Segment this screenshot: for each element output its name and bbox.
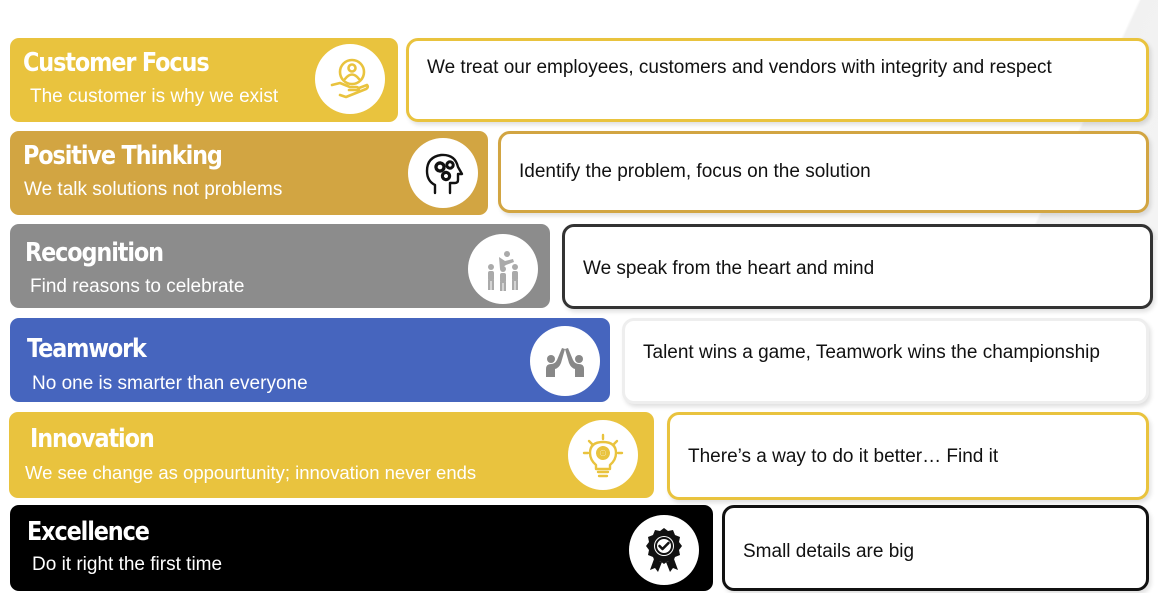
value-tagline: We talk solutions not problems [24,179,283,200]
value-name: Customer Focus [23,48,210,78]
award-badge-icon [629,515,699,585]
value-tagline: Find reasons to celebrate [30,276,245,297]
description-text: Small details are big [743,541,915,562]
value-description-innovation: There’s a way to do it better… Find it [667,412,1149,500]
value-label-recognition: Recognition Find reasons to celebrate [10,224,550,308]
high-five-icon [530,326,600,396]
head-gears-icon [408,138,478,208]
value-tagline: The customer is why we exist [30,86,279,107]
value-description-customer-focus: We treat our employees, customers and ve… [406,38,1149,122]
description-text: There’s a way to do it better… Find it [688,446,999,467]
value-label-teamwork: Teamwork No one is smarter than everyone [10,318,610,402]
value-name: Excellence [27,517,150,547]
value-tagline: No one is smarter than everyone [32,373,308,394]
value-description-teamwork: Talent wins a game, Teamwork wins the ch… [622,318,1149,404]
lightbulb-gear-icon [568,420,638,490]
value-label-innovation: Innovation We see change as oppourtunity… [9,412,654,498]
value-label-excellence: Excellence Do it right the first time [10,505,713,591]
value-name: Teamwork [27,334,147,364]
description-text: Identify the problem, focus on the solut… [519,161,871,182]
value-label-customer-focus: Customer Focus The customer is why we ex… [10,38,398,122]
value-name: Recognition [25,238,164,268]
description-text: We speak from the heart and mind [583,258,875,279]
value-description-excellence: Small details are big [722,505,1149,591]
value-label-positive-thinking: Positive Thinking We talk solutions not … [10,131,488,215]
value-tagline: Do it right the first time [32,554,223,575]
value-name: Innovation [30,424,155,454]
value-description-recognition: We speak from the heart and mind [562,224,1153,309]
value-description-positive-thinking: Identify the problem, focus on the solut… [498,131,1149,213]
hand-person-icon [315,44,385,114]
value-name: Positive Thinking [23,141,223,171]
value-tagline: We see change as oppourtunity; innovatio… [25,462,477,483]
celebration-icon [468,234,538,304]
description-text: We treat our employees, customers and ve… [427,57,1052,78]
description-text: Talent wins a game, Teamwork wins the ch… [643,342,1100,363]
